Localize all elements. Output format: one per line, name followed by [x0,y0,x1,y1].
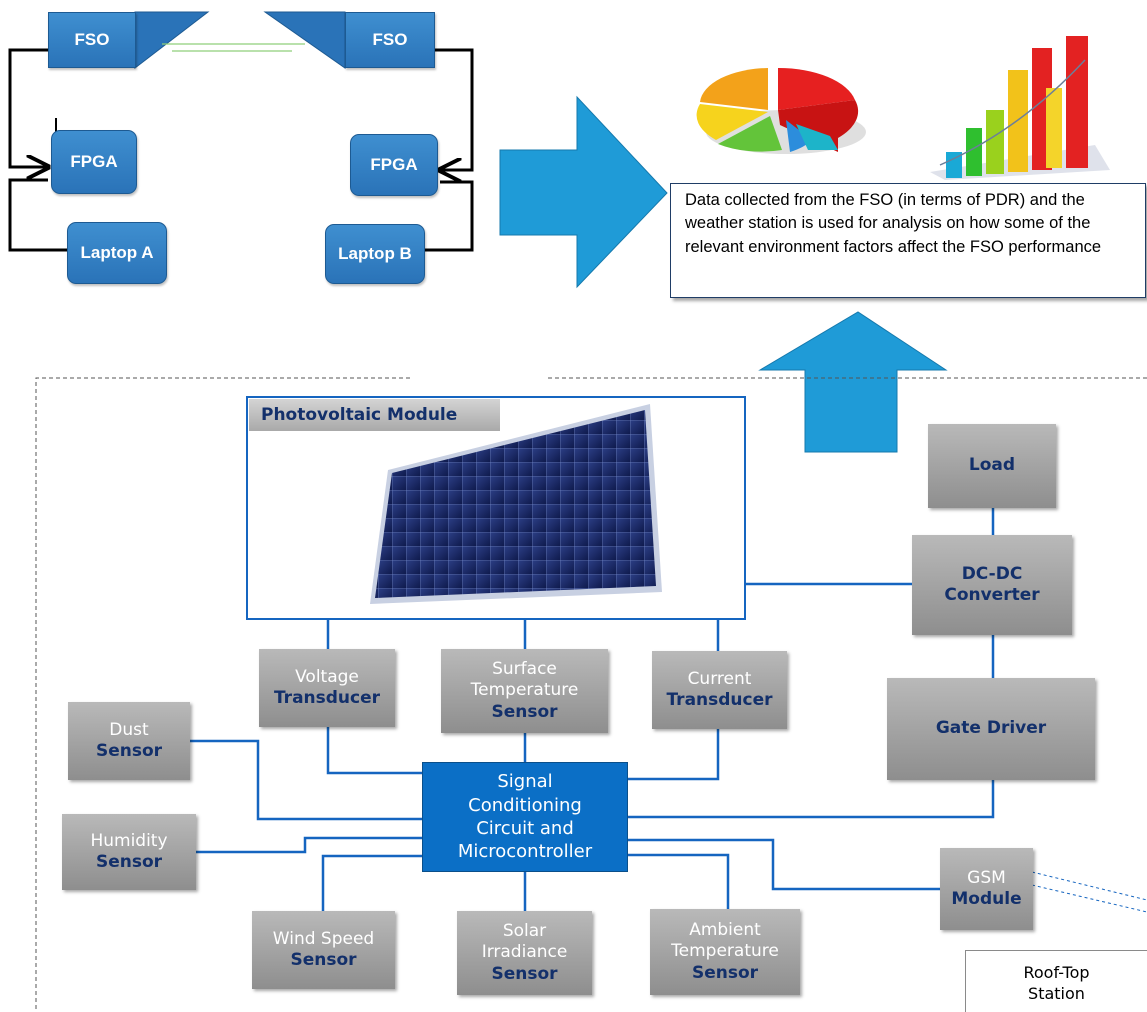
signal-line2: Conditioning [468,794,582,816]
surface-line2: Temperature [470,680,579,701]
surface-line1: Surface [492,659,557,680]
gate-driver-box: Gate Driver [887,678,1095,780]
right-arrow [499,95,668,289]
rooftop-station-box: Roof-Top Station [965,950,1147,1012]
voltage-line2: Transducer [273,688,381,708]
fpga-right-label: FPGA [370,155,418,174]
load-label: Load [968,455,1016,476]
fso-left-prism [134,11,210,70]
dcdc-line1: DC-DC [961,563,1023,584]
dust-sensor-box: Dust Sensor [68,702,190,780]
fso-right-prism [263,11,346,69]
signal-conditioning-box: Signal Conditioning Circuit and Microcon… [422,762,628,872]
dcdc-converter-box: DC-DC Converter [912,535,1072,635]
gsm-line2: Module [951,889,1022,909]
pie-chart-illustration [696,67,866,154]
wind-line1: Wind Speed [272,928,375,949]
analysis-description-box: Data collected from the FSO (in terms of… [670,183,1146,298]
current-line2: Transducer [666,690,773,710]
rooftop-line1: Roof-Top [1023,963,1090,982]
dust-line1: Dust [109,719,149,740]
surface-line3: Sensor [491,701,558,722]
ambient-temperature-sensor-box: Ambient Temperature Sensor [650,909,800,995]
current-line1: Current [687,668,752,689]
ambient-line1: Ambient [689,920,761,941]
laptop-a-label: Laptop A [80,243,154,262]
dcdc-line2: Converter [944,585,1040,605]
fso-left-label: FSO [74,30,110,49]
solar-panel-illustration [370,404,662,604]
gsm-line1: GSM [967,867,1006,888]
load-box: Load [928,424,1056,508]
fso-right-label: FSO [372,30,408,49]
laptop-b-label: Laptop B [338,244,412,263]
voltage-transducer-box: Voltage Transducer [259,649,395,727]
solar-line3: Sensor [491,963,558,984]
dust-line2: Sensor [95,741,163,761]
gsm-module-box: GSM Module [940,848,1033,930]
solar-irradiance-sensor-box: Solar Irradiance Sensor [457,911,592,995]
signal-line3: Circuit and [476,818,574,839]
solar-line2: Irradiance [481,942,568,963]
voltage-line1: Voltage [295,666,359,687]
laptop-b-box: Laptop B [325,224,425,284]
fso-left-box: FSO [48,12,136,68]
fpga-right-box: FPGA [350,134,438,196]
wind-speed-sensor-box: Wind Speed Sensor [252,911,395,989]
signal-line4: Microcontroller [457,841,593,863]
ambient-line3: Sensor [691,962,759,983]
gate-driver-label: Gate Driver [935,718,1047,739]
surface-temperature-sensor-box: Surface Temperature Sensor [441,649,608,733]
wind-line2: Sensor [290,950,357,970]
connector-lines [190,508,995,911]
rooftop-line2: Station [1028,983,1085,1003]
bar-chart-illustration [930,36,1110,180]
pv-module-label: Photovoltaic Module [261,405,458,425]
humidity-line1: Humidity [90,830,168,851]
current-transducer-box: Current Transducer [652,651,787,729]
humidity-line2: Sensor [95,852,163,872]
fpga-left-box: FPGA [51,130,137,194]
fpga-left-label: FPGA [70,152,118,171]
ambient-line2: Temperature [671,941,779,962]
up-arrow [758,311,948,453]
pv-module-label-box: Photovoltaic Module [249,399,500,431]
solar-line1: Solar [502,921,547,942]
station-outline [35,377,1147,1012]
laptop-a-box: Laptop A [67,222,167,284]
signal-line1: Signal [497,771,553,793]
analysis-description: Data collected from the FSO (in terms of… [685,191,1102,256]
fso-right-box: FSO [345,12,435,68]
humidity-sensor-box: Humidity Sensor [62,814,196,890]
